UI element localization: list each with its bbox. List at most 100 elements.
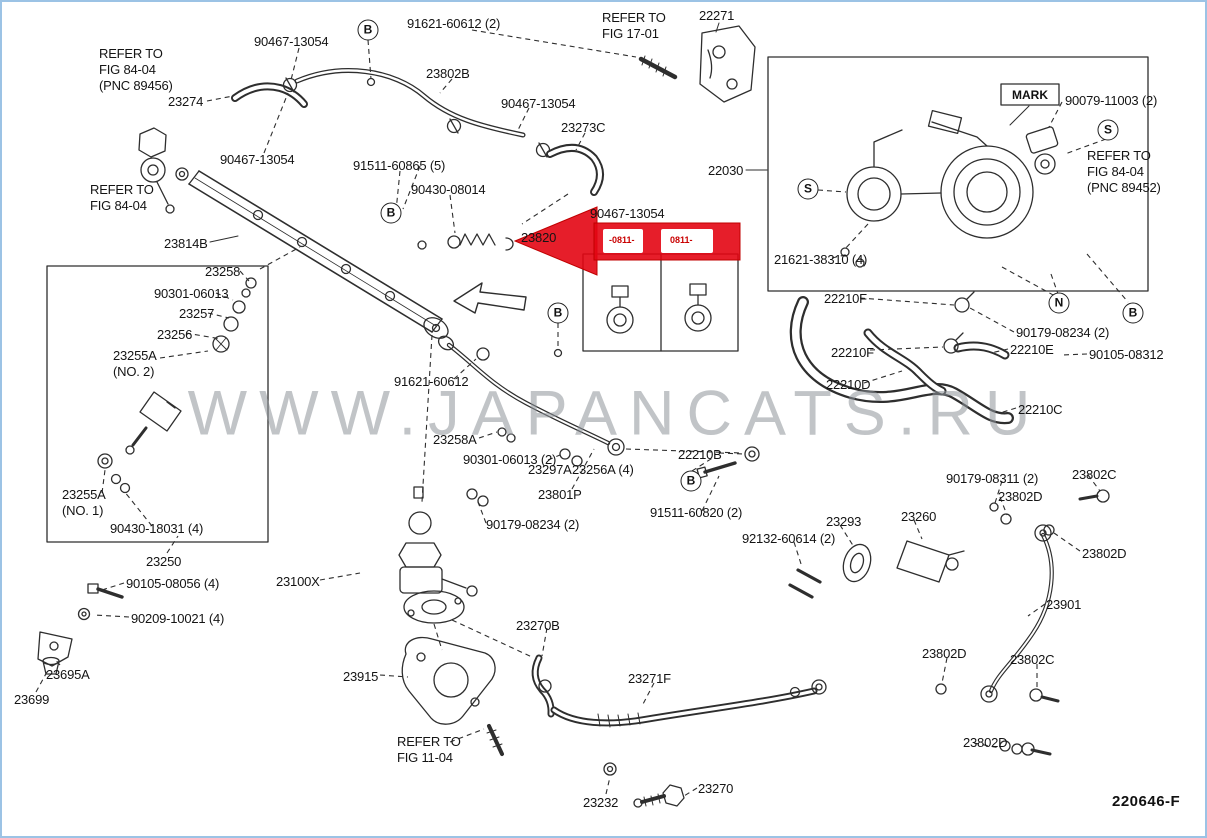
part-label: 23273C: [561, 120, 606, 135]
hose-22210C: [789, 296, 1014, 425]
watermark: WWW.JAPANCATS.RU: [187, 378, 1043, 449]
injector-parts-box: [46, 265, 269, 543]
part-label: 22210C: [1018, 402, 1063, 417]
hose-23274: [231, 82, 308, 108]
hose-22210D: [863, 328, 947, 396]
bolt-90105: [87, 583, 124, 599]
part-label: 90467-13054: [254, 34, 329, 49]
part-label: 22210E: [1010, 342, 1054, 357]
fastener-marker-b: B: [357, 19, 379, 41]
part-label: 23258: [205, 264, 241, 279]
injector-parts: [97, 277, 257, 494]
part-label: 90430-08014: [411, 182, 486, 197]
gasket-23293: [842, 543, 872, 583]
part-label: 23801P: [538, 487, 582, 502]
part-label: 21621-38310 (4): [774, 252, 868, 267]
part-label: 23802D: [1082, 546, 1127, 561]
washer-90209: [77, 607, 91, 621]
fuel-pipe-23801P: [437, 335, 625, 507]
part-label: 23271F: [628, 671, 671, 686]
leader-lines: [35, 29, 1129, 797]
fastener-marker-b: B: [680, 470, 702, 492]
damper-assembly: [398, 486, 478, 624]
union-bolts-right: [935, 489, 1110, 756]
highlight-chip-label: -0811-: [609, 235, 635, 245]
part-label: 23901: [1046, 597, 1082, 612]
highlight-annotation: [513, 206, 741, 276]
part-label: 91621-60612: [394, 374, 469, 389]
part-label: 23260: [901, 509, 937, 524]
part-label: 23802D: [963, 735, 1008, 750]
part-label: 90179-08234 (2): [486, 517, 580, 532]
part-label: REFER TO FIG 17-01: [602, 10, 666, 41]
part-label: 90467-13054: [501, 96, 576, 111]
bracket-23695A: [37, 631, 73, 667]
grommet-23699: [42, 656, 60, 675]
sensor-23270: [633, 784, 685, 808]
solid-leaders: [209, 22, 1030, 243]
highlight-chip: [603, 229, 643, 253]
part-label: 23695A: [46, 667, 90, 682]
hose-22210E: [953, 341, 1010, 360]
part-label: 23257: [179, 306, 215, 321]
part-label: 23699: [14, 692, 50, 707]
part-label: REFER TO FIG 84-04: [90, 182, 154, 213]
part-label: 23297A: [528, 462, 572, 477]
part-label: 23293: [826, 514, 862, 529]
part-label: REFER TO FIG 84-04 (PNC 89456): [99, 46, 173, 93]
part-label: 90105-08056 (4): [126, 576, 220, 591]
diagram-code: 220646-F: [1112, 793, 1181, 810]
part-label: 23802C: [1072, 467, 1117, 482]
part-label: 23256: [157, 327, 193, 342]
hose-23270B: [531, 654, 555, 718]
part-label: 91511-60865 (5): [353, 158, 446, 173]
part-label: 23250: [146, 554, 182, 569]
ring-23232: [603, 762, 617, 776]
mark-box: [1000, 83, 1060, 106]
part-label: 23820: [521, 230, 557, 245]
part-label: REFER TO FIG 11-04: [397, 734, 461, 765]
hose-23273C: [546, 144, 604, 196]
part-label: 23274: [168, 94, 204, 109]
part-label: 90430-18031 (4): [110, 521, 204, 536]
part-label: 23100X: [276, 574, 320, 589]
part-label: 22271: [699, 8, 735, 23]
screw-bottom: [486, 724, 504, 756]
throttle-body-box: [767, 56, 1149, 292]
fastener-marker-b: B: [547, 302, 569, 324]
clamp-icons: [282, 77, 551, 158]
part-label: REFER TO FIG 84-04 (PNC 89452): [1087, 148, 1161, 195]
mark-label: MARK: [1012, 88, 1048, 102]
part-label: 91621-60612 (2): [407, 16, 501, 31]
fastener-marker-s: S: [797, 178, 819, 200]
spring-part-23820: [447, 233, 514, 251]
part-label: 23802B: [426, 66, 470, 81]
fastener-marker-b: B: [1122, 302, 1144, 324]
part-label: 90301-06013 (2): [463, 452, 557, 467]
part-label: 23915: [343, 669, 379, 684]
clamps-22210F: [943, 291, 975, 354]
part-label: 23258A: [433, 432, 477, 447]
part-label: 23256A (4): [572, 462, 634, 477]
part-label: 91511-60820 (2): [650, 505, 743, 520]
hose-23271F: [550, 679, 827, 728]
part-label: 23270: [698, 781, 734, 796]
part-label: 23802C: [1010, 652, 1055, 667]
pipe-23901: [980, 524, 1054, 703]
part-label: 23802D: [922, 646, 967, 661]
fastener-marker-s: S: [1097, 119, 1119, 141]
fastener-marker-b: B: [380, 202, 402, 224]
valve-23260: [896, 540, 965, 583]
pressure-part: [138, 127, 189, 214]
part-label: 90301-06013: [154, 286, 229, 301]
part-label: 22210F: [831, 345, 874, 360]
part-label: 23814B: [164, 236, 208, 251]
part-label: 23802D: [998, 489, 1043, 504]
part-label: 22210B: [678, 447, 722, 462]
part-label: 90467-13054: [220, 152, 295, 167]
part-label: 90179-08311 (2): [946, 471, 1039, 486]
pipe-23802B: [294, 68, 526, 138]
part-label: 23255A (NO. 2): [113, 348, 157, 379]
